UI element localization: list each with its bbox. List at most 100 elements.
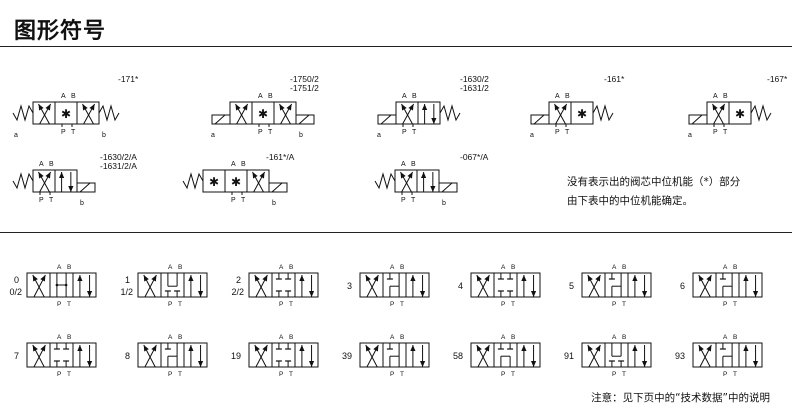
- port-label-a: A: [279, 334, 284, 341]
- port-label-t: T: [268, 129, 273, 136]
- port-label-t: T: [622, 371, 626, 378]
- port-label-p: P: [39, 197, 44, 204]
- solenoid-label-a: a: [377, 132, 381, 139]
- spool-cell: [382, 342, 407, 368]
- cross-arrow-b-head: [712, 104, 718, 111]
- cross-arrow-b-head: [32, 345, 38, 352]
- port-label-b: B: [400, 264, 404, 271]
- junction: [64, 283, 68, 287]
- spool-cell: [160, 342, 185, 368]
- left-spring: [12, 172, 34, 190]
- port-label-p: P: [612, 371, 616, 378]
- page-title: 图形符号: [14, 19, 107, 44]
- cross-arrow-a-head: [719, 104, 725, 111]
- parallel-arrow-a-head: [299, 345, 305, 351]
- cross-arrow-b-head: [143, 275, 149, 282]
- port-label-t: T: [622, 301, 626, 308]
- left-spring: [182, 172, 204, 190]
- valve-cell: [417, 101, 441, 125]
- port-label-a: A: [258, 93, 263, 100]
- solenoid-label-a: a: [14, 132, 18, 139]
- spool-cell: [49, 342, 74, 368]
- port-label-b: B: [178, 334, 182, 341]
- spool-cell: [604, 272, 629, 298]
- center-star: ✱: [735, 107, 745, 121]
- port-label-t: T: [289, 371, 293, 378]
- right-solenoid: [438, 182, 458, 193]
- port-label-t: T: [67, 371, 71, 378]
- cross-arrow-a-head: [286, 104, 292, 111]
- spool-code: 3: [347, 281, 352, 291]
- port-label-a: A: [39, 161, 44, 168]
- parallel-arrow-a-head: [743, 345, 749, 351]
- port-label-b: B: [511, 334, 515, 341]
- valve-cell: [273, 101, 297, 125]
- port-label-t: T: [67, 301, 71, 308]
- right-spring: [592, 104, 614, 122]
- model-code: -167*: [767, 74, 788, 84]
- parallel-arrow-b-head: [752, 361, 759, 367]
- port-label-b: B: [412, 93, 417, 100]
- center-star: ✱: [61, 107, 71, 121]
- solenoid-slash: [691, 114, 703, 125]
- parallel-arrow-a-head: [410, 345, 416, 351]
- center-star: ✱: [231, 175, 241, 189]
- spool-code: 91: [564, 351, 574, 361]
- model-code: -161*: [604, 74, 625, 84]
- port-label-a: A: [713, 93, 718, 100]
- cross-arrow-b-head: [476, 345, 482, 352]
- parallel-arrow-b-head: [197, 291, 204, 297]
- left-solenoid: [530, 114, 550, 125]
- right-spring: [98, 104, 120, 122]
- cross-arrow-a-head: [706, 275, 712, 282]
- port-label-p: P: [390, 301, 394, 308]
- port-label-a: A: [279, 264, 284, 271]
- port-label-t: T: [400, 371, 404, 378]
- port-label-p: P: [402, 129, 407, 136]
- port-label-a: A: [723, 264, 728, 271]
- port-label-a: A: [612, 264, 617, 271]
- cross-arrow-a-head: [262, 345, 268, 352]
- cross-arrow-a-head: [40, 345, 46, 352]
- spool-code: 19: [231, 351, 241, 361]
- note-line-2: 由下表中的中位机能确定。: [567, 195, 693, 207]
- port-label-t: T: [412, 129, 417, 136]
- port-label-t: T: [178, 371, 182, 378]
- left-spring: [374, 172, 396, 190]
- port-label-p: P: [57, 301, 61, 308]
- port-label-t: T: [178, 301, 182, 308]
- note-line-1: 没有表示出的阀芯中位机能（*）部分: [567, 176, 741, 188]
- cross-arrow-a-head: [407, 172, 413, 179]
- port-label-a: A: [402, 93, 407, 100]
- parallel-arrow-a-head: [632, 345, 638, 351]
- spool-code-alt: 1/2: [120, 287, 133, 297]
- spool-cell: [738, 342, 763, 368]
- port-label-a: A: [390, 334, 395, 341]
- parallel-arrow-a-head: [743, 275, 749, 281]
- port-label-a: A: [501, 334, 506, 341]
- port-label-t: T: [411, 197, 416, 204]
- port-label-a: A: [612, 334, 617, 341]
- port-label-b: B: [49, 161, 54, 168]
- spool-code: 8: [125, 351, 130, 361]
- parallel-arrow-a-head: [188, 345, 194, 351]
- cross-arrow-b-head: [476, 275, 482, 282]
- solenoid-label-b: b: [442, 200, 446, 207]
- center-star: ✱: [209, 175, 219, 189]
- port-label-b: B: [71, 93, 76, 100]
- port-label-b: B: [733, 334, 737, 341]
- port-label-t: T: [289, 301, 293, 308]
- solenoid-label-a: a: [530, 132, 534, 139]
- spool-code: 2: [236, 275, 241, 285]
- spool-code: 93: [675, 351, 685, 361]
